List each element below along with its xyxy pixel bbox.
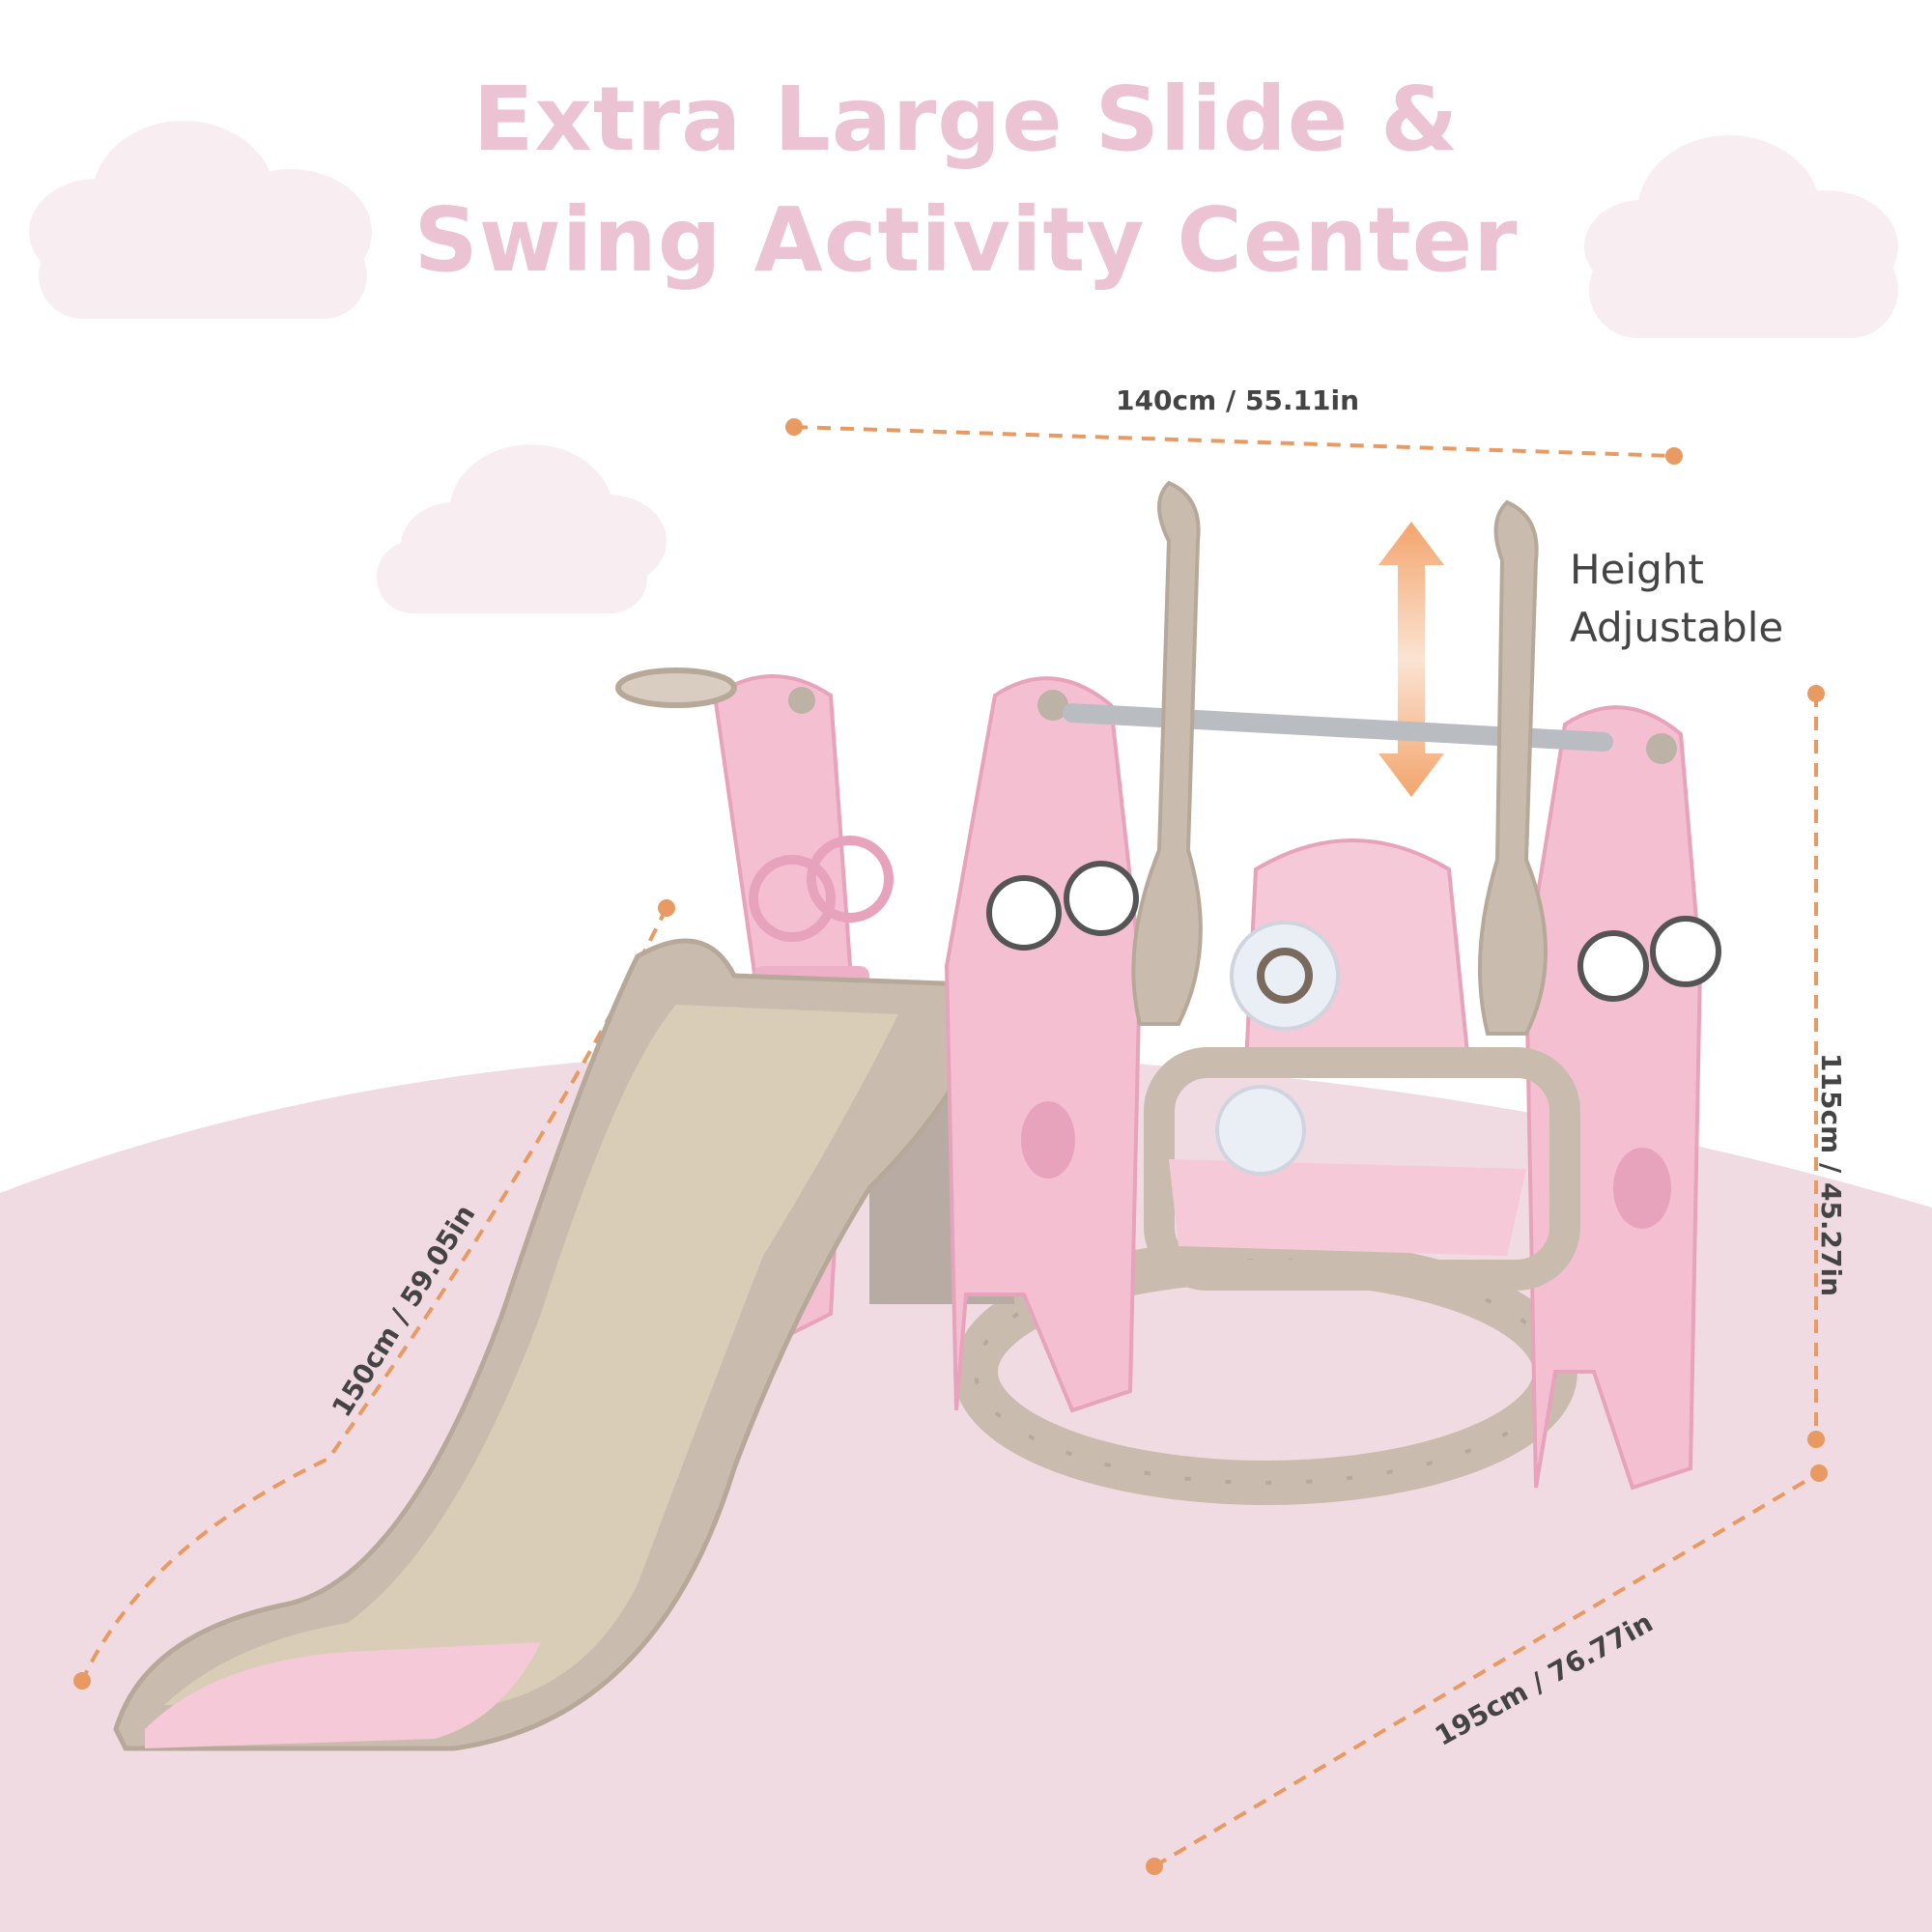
slide-line-bottom-dot xyxy=(73,1672,91,1690)
slide xyxy=(113,938,999,1751)
swing-frame-left xyxy=(944,676,1143,1413)
width-dimension-label: 140cm / 55.11in xyxy=(1116,384,1360,416)
swing-chains xyxy=(1131,480,1548,1036)
page-title-line-2: Swing Activity Center xyxy=(413,188,1519,292)
slide-line-top-dot xyxy=(658,899,675,917)
cloud-middle xyxy=(377,444,667,613)
cloud-right xyxy=(1584,135,1898,338)
swing-seat xyxy=(1144,838,1580,1291)
width-line-end-dot xyxy=(1665,447,1683,465)
swing-frame-right xyxy=(1523,705,1721,1491)
basketball-hoop xyxy=(615,668,737,708)
up-down-arrow-icon xyxy=(1378,522,1444,797)
length-line-start-dot xyxy=(1146,1858,1163,1875)
length-line-end-dot xyxy=(1810,1464,1828,1482)
height-dimension-label: 115cm / 45.27in xyxy=(1815,1053,1847,1297)
height-adjustable-label-line-2: Adjustable xyxy=(1570,604,1784,651)
width-line-start-dot xyxy=(785,418,803,436)
length-dimension-line xyxy=(1152,1471,1821,1868)
height-line-top-dot xyxy=(1807,685,1825,702)
page-title-line-1: Extra Large Slide & xyxy=(472,68,1460,171)
cloud-left xyxy=(29,121,372,319)
height-line-bottom-dot xyxy=(1807,1431,1825,1448)
slide-dimension-line xyxy=(80,907,668,1682)
height-adjustable-label-line-1: Height xyxy=(1570,546,1704,593)
width-dimension-line xyxy=(793,425,1675,458)
